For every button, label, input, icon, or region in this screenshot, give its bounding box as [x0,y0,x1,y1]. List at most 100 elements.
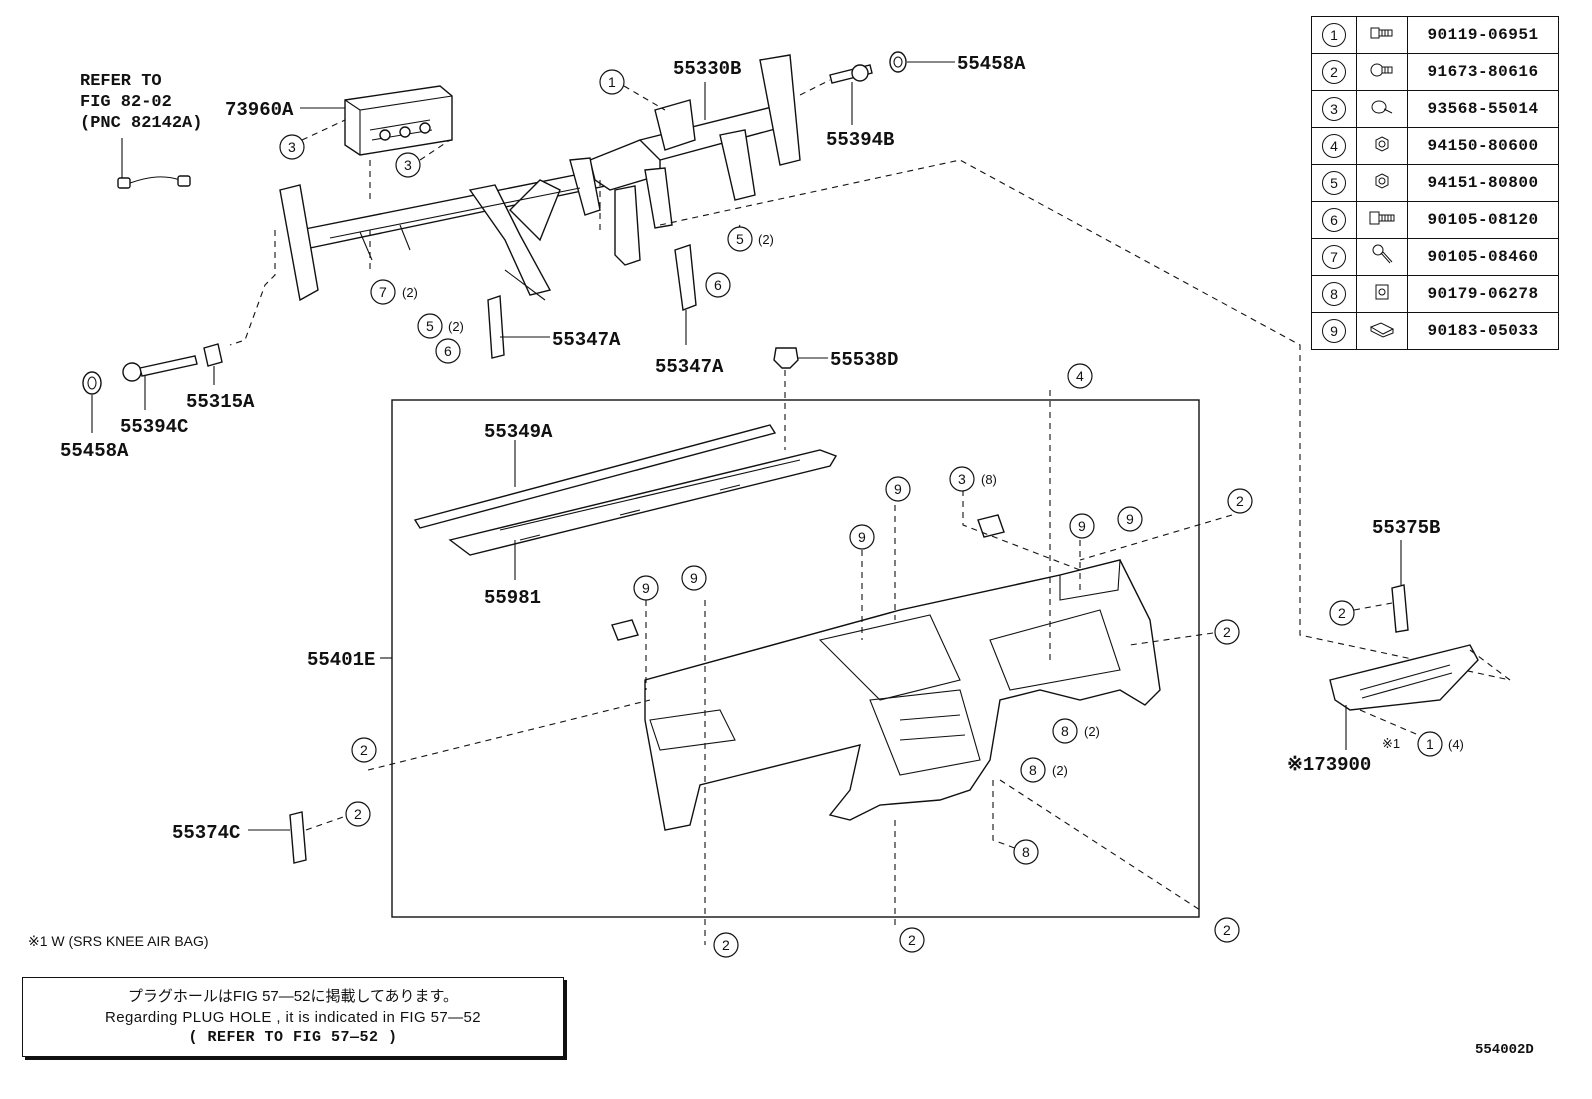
refer-note-line2: FIG 82-02 [80,93,172,112]
figure-code: 554002D [1475,1042,1534,1058]
part-label-55394B: 55394B [826,129,894,151]
callout-2-bottom-b: 2 [899,927,925,953]
fastener-part-number: 91673-80616 [1407,53,1559,91]
fastener-row: 2 91673-80616 [1311,53,1559,91]
refer-note-line3: (PNC 82142A) [80,114,202,133]
callout-9-d: 9 [849,524,875,550]
callout-2-right: 2 [1214,619,1240,645]
fastener-part-number: 90183-05033 [1407,312,1559,350]
svg-text:6: 6 [714,277,722,293]
grommet-top-part [889,51,907,73]
svg-text:3: 3 [958,471,966,487]
fastener-part-number: 90105-08460 [1407,238,1559,276]
refer-note-line1: REFER TO [80,72,162,91]
callout-8-b: 8 [1020,757,1046,783]
part-label-55538D: 55538D [830,349,898,371]
plug-note-refer: ( REFER TO FIG 57—52 ) [188,1029,398,1046]
bracket-55347A-left-part [487,295,505,359]
plug-note-japanese: プラグホールはFIG 57—52に掲載してあります。 [127,988,459,1005]
svg-text:2: 2 [360,742,368,758]
part-label-55375B: 55375B [1372,517,1440,539]
bolt-55394C-part [122,355,198,382]
callout-2-knee: 2 [1329,600,1355,626]
svg-text:9: 9 [858,529,866,545]
speed-nut-icon [1356,312,1408,350]
svg-text:2: 2 [1236,493,1244,509]
callout-2-bottom-a: 2 [713,932,739,958]
dash-reinforcement-beam-part [279,54,801,302]
tapping-screw-icon [1356,90,1408,128]
fastener-index: 8 [1311,275,1357,313]
qty-8-a: (2) [1084,724,1100,739]
bolt-icon [1356,201,1408,239]
fastener-index: 9 [1311,312,1357,350]
part-label-55347A-left: 55347A [552,329,621,351]
plug-note-english: Regarding PLUG HOLE , it is indicated in… [104,1009,481,1026]
svg-text:2: 2 [1223,624,1231,640]
qty-3-panel: (8) [981,472,997,487]
svg-text:9: 9 [1126,511,1134,527]
qty-1-knee: (4) [1448,737,1464,752]
callout-2-bracket: 2 [345,801,371,827]
svg-text:9: 9 [690,570,698,586]
part-label-55374C: 55374C [172,822,240,844]
part-label-55330B: 55330B [673,58,741,80]
callout-5-left: 5 [417,313,443,339]
part-label-73900: ※173900 [1287,754,1371,776]
fastener-part-number: 93568-55014 [1407,90,1559,128]
part-label-55458A-top: 55458A [957,53,1026,75]
plug-hole-note: プラグホールはFIG 57—52に掲載してあります。 Regarding PLU… [22,977,564,1057]
knee-ref-mark: ※1 [1382,736,1400,751]
part-label-55315A: 55315A [186,391,255,413]
svg-text:9: 9 [642,580,650,596]
bolt-angled-icon [1356,238,1408,276]
svg-text:3: 3 [288,139,296,155]
nozzle-55981-part [448,449,838,556]
callout-2-bottom-c: 2 [1214,917,1240,943]
callout-8-a: 8 [1052,718,1078,744]
fastener-part-number: 90179-06278 [1407,275,1559,313]
callout-1-top: 1 [599,69,625,95]
svg-text:2: 2 [1223,922,1231,938]
part-label-55401E: 55401E [307,649,375,671]
instrument-panel-part [644,559,1161,831]
clip-nut-icon [1356,275,1408,313]
fastener-index: 1 [1311,16,1357,54]
clip-part [611,514,1005,641]
airbag-part [344,85,453,156]
svg-text:3: 3 [404,157,412,173]
fastener-row: 8 90179-06278 [1311,275,1559,313]
qty-5-right: (2) [758,232,774,247]
callout-9-a: 9 [885,476,911,502]
callout-3-airbag-right: 3 [395,152,421,178]
callout-2-left: 2 [351,737,377,763]
part-label-55981: 55981 [484,587,541,609]
fastener-index: 2 [1311,53,1357,91]
callout-6-mid: 6 [705,272,731,298]
svg-text:7: 7 [379,284,387,300]
svg-text:4: 4 [1076,368,1084,384]
callout-9-b: 9 [1069,513,1095,539]
svg-text:2: 2 [722,937,730,953]
qty-7: (2) [402,285,418,300]
svg-text:6: 6 [444,343,452,359]
wire-connector-part [117,175,191,189]
svg-text:2: 2 [354,806,362,822]
clip-55538D-part [773,347,799,369]
part-label-55458A-bottom: 55458A [60,440,129,462]
callout-2-top-right: 2 [1227,488,1253,514]
fastener-index: 7 [1311,238,1357,276]
srs-footnote: ※1 W (SRS KNEE AIR BAG) [28,933,209,949]
fastener-row: 9 90183-05033 [1311,312,1559,350]
qty-5-left: (2) [448,319,464,334]
nut-icon [1356,127,1408,165]
bolt-55394B-part [829,64,873,84]
callout-6-left: 6 [435,338,461,364]
svg-text:1: 1 [1426,736,1434,752]
svg-text:2: 2 [1338,605,1346,621]
